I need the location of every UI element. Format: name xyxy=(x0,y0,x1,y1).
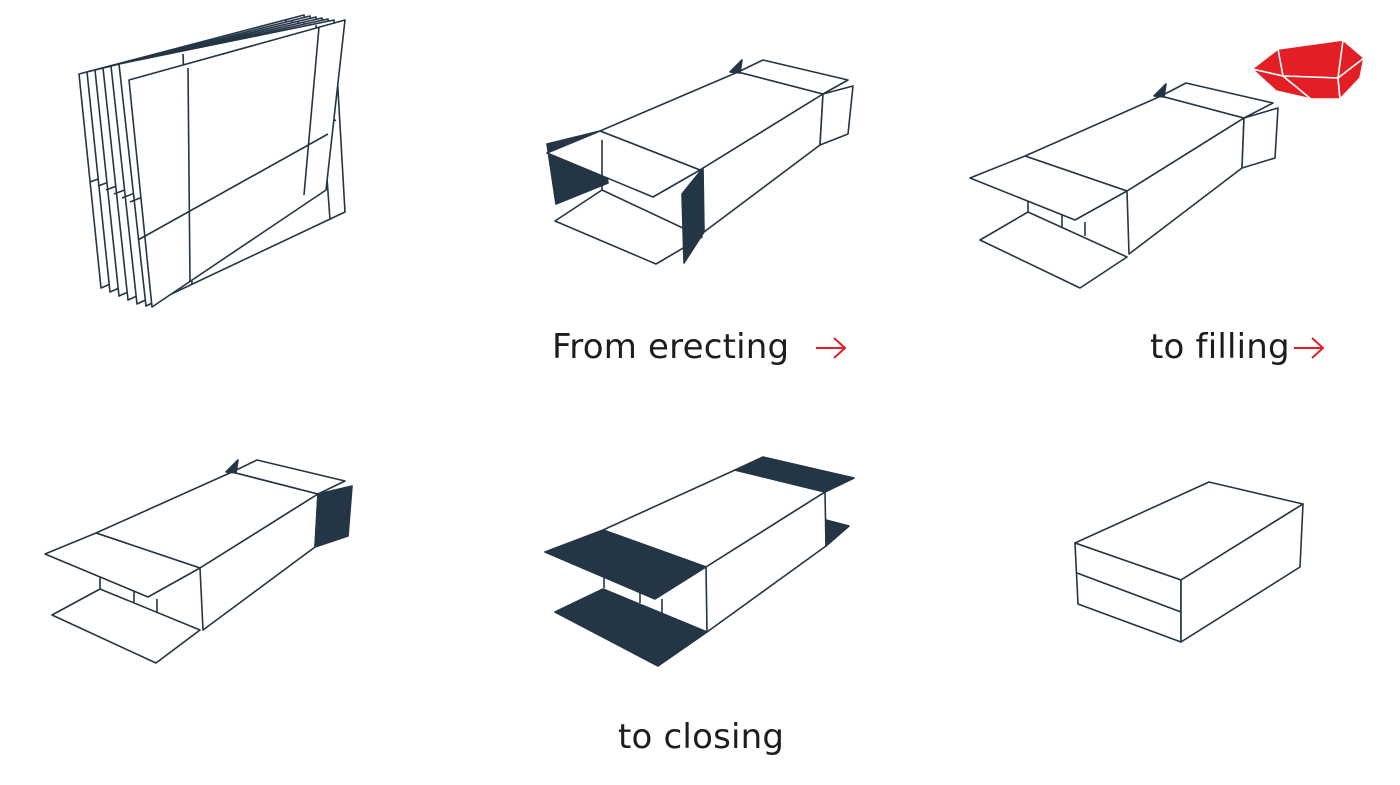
erected-carton-open-flaps xyxy=(546,59,854,265)
carton-one-end-closed xyxy=(44,459,353,664)
carton-with-product xyxy=(969,39,1365,289)
carton-flaps-folding xyxy=(544,456,855,667)
flat-blanks-stack xyxy=(78,14,346,308)
arrow-right-icon xyxy=(1294,337,1325,359)
flat-blank-front xyxy=(128,19,346,308)
closed-carton xyxy=(1074,481,1304,643)
product-icon xyxy=(1251,39,1365,100)
arrow-right-icon xyxy=(816,337,847,359)
label-erecting: From erecting xyxy=(552,327,790,367)
label-closing: to closing xyxy=(618,717,785,757)
label-filling: to filling xyxy=(1150,327,1290,367)
